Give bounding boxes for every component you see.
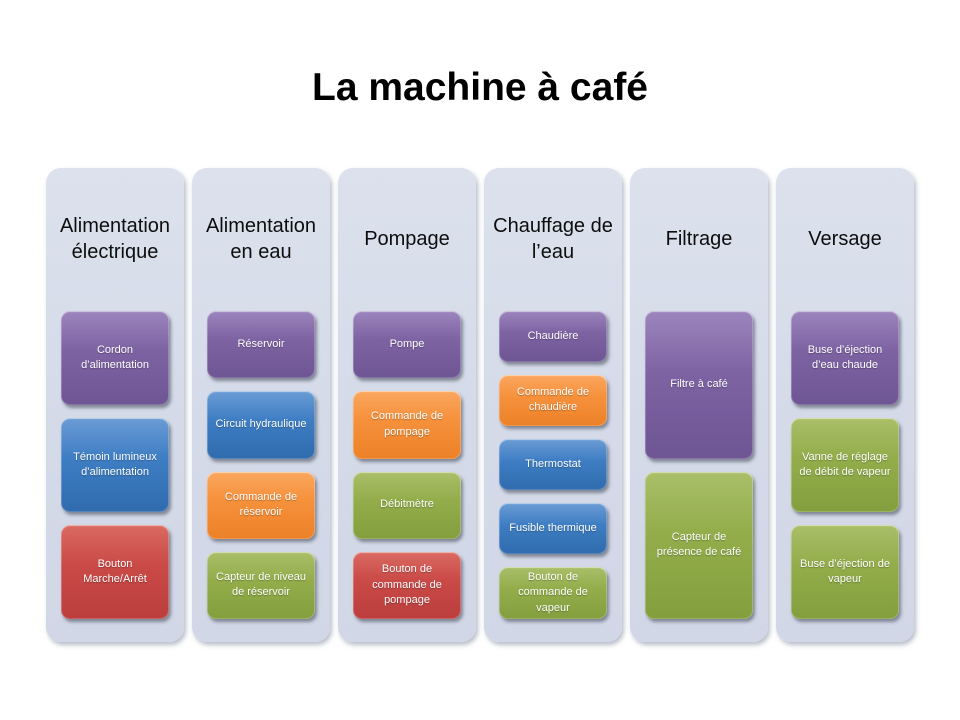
component-label: Témoin lumineux d’alimentation [73,450,157,478]
component-box: Filtre à café [645,311,753,459]
category-column-2: Alimentation en eau Réservoir Circuit hy… [192,168,330,642]
component-label: Commande de réservoir [224,490,298,519]
component-label: Chaudière [527,329,579,342]
component-box: Vanne de réglage de débit de vapeur [791,418,899,512]
category-column-4: Chauffage de l’eau Chaudière Commande de… [484,168,622,642]
component-label: Réservoir [237,337,285,350]
component-box: Commande de réservoir [207,471,315,539]
component-box: Réservoir [207,311,315,379]
component-box: Circuit hydraulique [207,391,315,459]
component-label: Buse d’éjection d’eau chaude [807,343,883,371]
component-list: Filtre à café Capteur de présence de caf… [630,311,768,642]
component-box: Témoin lumineux d’alimentation [61,418,169,512]
slide-title: La machine à café [312,66,648,109]
component-label: Capteur de niveau de réservoir [216,570,306,599]
component-label: Capteur de présence de café [656,530,742,559]
component-box: Capteur de niveau de réservoir [207,551,315,619]
category-column-3: Pompage Pompe Commande de pompage Débitm… [338,168,476,642]
component-box: Capteur de présence de café [645,471,753,619]
component-box: Pompe [353,311,461,379]
component-box: Thermostat [499,438,607,490]
component-box: Bouton de commande de vapeur [499,566,607,619]
category-header: Versage [808,227,882,250]
smartart-diagram: Alimentation électrique Cordon d’aliment… [46,168,914,642]
component-label: Bouton Marche/Arrêt [83,557,147,585]
component-box: Cordon d’alimentation [61,311,169,405]
component-label: Buse d’éjection de vapeur [800,557,890,585]
component-box: Débitmètre [353,471,461,539]
component-label: Thermostat [525,457,581,470]
component-label: Commande de pompage [370,410,444,438]
category-column-5: Filtrage Filtre à café Capteur de présen… [630,168,768,642]
component-list: Réservoir Circuit hydraulique Commande d… [192,311,330,642]
component-list: Pompe Commande de pompage Débitmètre Bou… [338,311,476,642]
category-column-1: Alimentation électrique Cordon d’aliment… [46,168,184,642]
category-header: Pompage [364,227,450,250]
category-header: Filtrage [665,227,733,250]
component-box: Commande de pompage [353,391,461,459]
component-label: Circuit hydraulique [215,418,307,431]
component-box: Buse d’éjection d’eau chaude [791,311,899,405]
component-label: Fusible thermique [509,521,597,534]
category-column-6: Versage Buse d’éjection d’eau chaude Van… [776,168,914,642]
component-box: Bouton Marche/Arrêt [61,525,169,619]
component-label: Bouton de commande de pompage [372,563,442,607]
component-label: Débitmètre [380,498,434,511]
component-label: Commande de chaudière [516,386,590,414]
component-box: Buse d’éjection de vapeur [791,525,899,619]
component-label: Cordon d’alimentation [81,343,149,371]
component-label: Pompe [389,337,425,350]
category-header: Alimentation électrique [59,214,171,263]
component-box: Fusible thermique [499,502,607,554]
component-list: Chaudière Commande de chaudière Thermost… [484,311,622,642]
component-box: Commande de chaudière [499,374,607,426]
component-label: Vanne de réglage de débit de vapeur [799,450,891,478]
category-header: Chauffage de l’eau [493,214,613,263]
component-list: Cordon d’alimentation Témoin lumineux d’… [46,311,184,642]
component-box: Bouton de commande de pompage [353,551,461,619]
component-box: Chaudière [499,311,607,362]
component-list: Buse d’éjection d’eau chaude Vanne de ré… [776,311,914,642]
component-label: Filtre à café [670,378,728,391]
category-header: Alimentation en eau [205,214,317,263]
component-label: Bouton de commande de vapeur [518,570,588,614]
